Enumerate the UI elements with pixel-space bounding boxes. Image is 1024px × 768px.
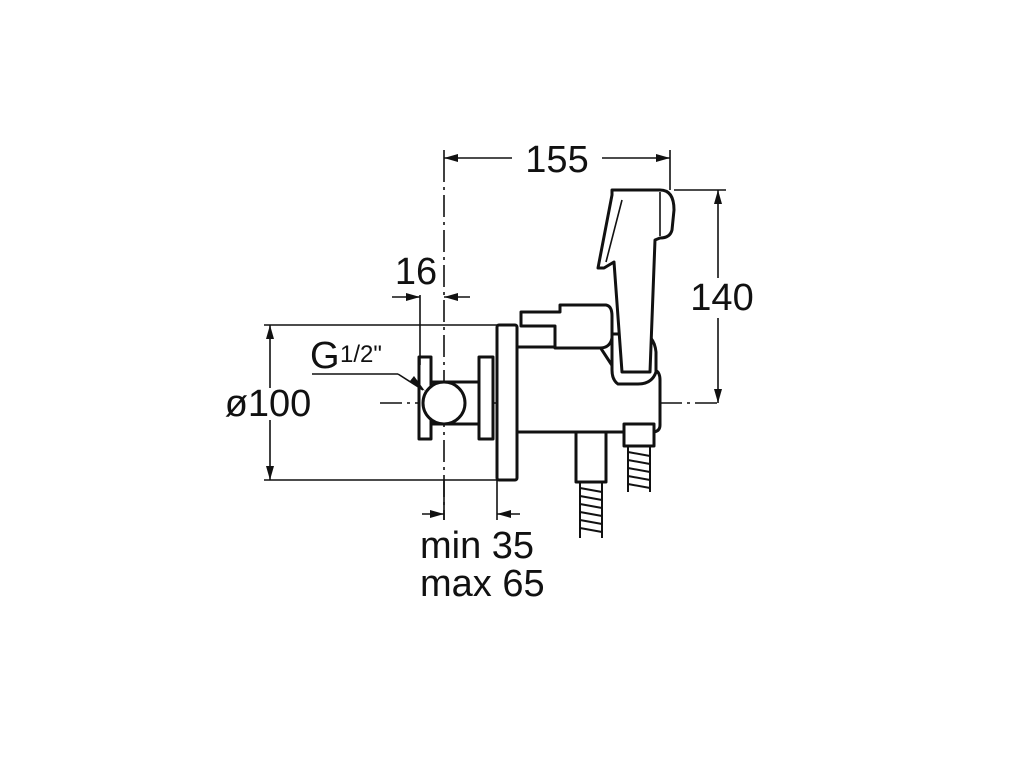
wall-plate [495,323,519,482]
wall-depth-max-label: max 65 [420,563,545,605]
dimension-diameter-label: ø100 [225,383,312,425]
hose-nut-left [574,430,608,484]
cross-fitting-front [477,355,495,441]
dimension-16-label: 16 [395,251,437,293]
dimension-140-label: 140 [690,277,753,319]
hose-left [579,482,603,538]
hand-shower-trigger-line [605,199,623,263]
diverter-lever [519,303,614,350]
hand-shower [596,188,676,374]
dimension-wall-depth: min 35 max 65 [420,480,545,605]
thread-callout-fraction: 1/2" [340,341,382,368]
thread-callout-letter: G [310,335,340,377]
dimension-155-label: 155 [525,139,588,181]
dimension-140: 140 [674,189,754,403]
dimension-diameter: ø100 [225,324,497,481]
wall-depth-min-label: min 35 [420,525,534,567]
dimension-16: 16 [392,251,470,365]
hose-right [627,446,651,492]
hose-nut-right [622,422,656,448]
pipe-circle [421,380,467,426]
thread-callout: G 1/2" [310,335,425,391]
dimension-155: 155 [443,139,671,190]
